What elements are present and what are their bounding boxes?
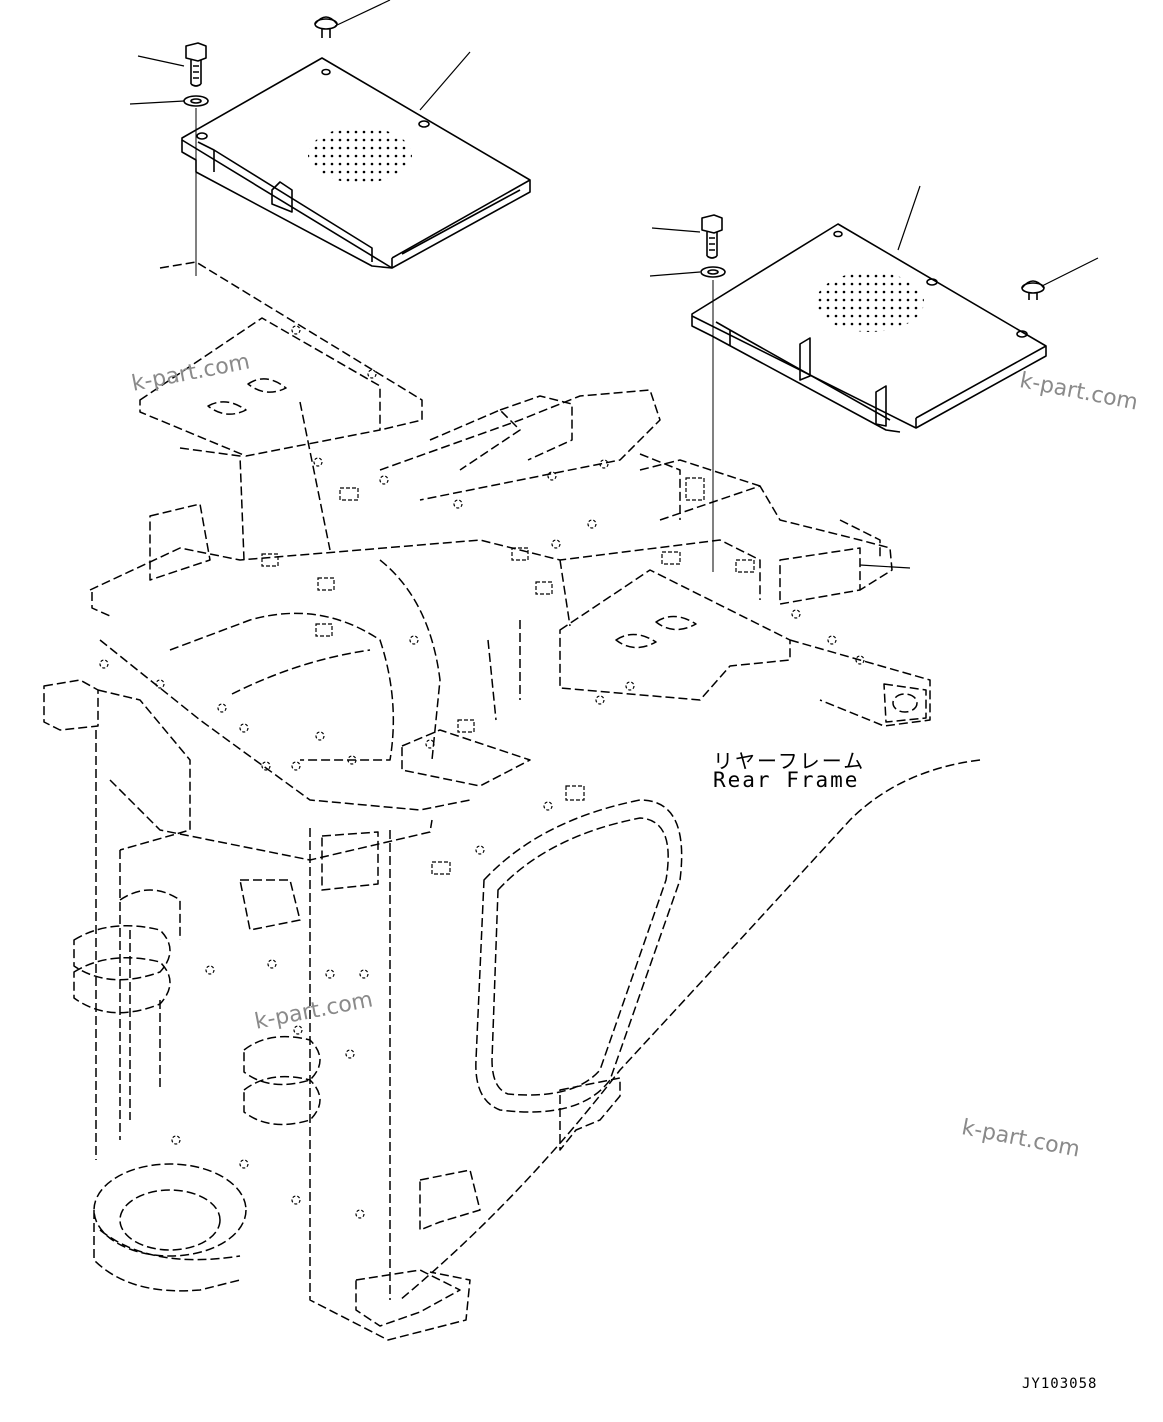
frame-fasteners — [99, 325, 865, 1219]
right-perforated-vent — [816, 272, 924, 332]
left-cover-washer — [183, 95, 209, 107]
right-cover-plate — [691, 223, 1047, 433]
left-cover-bolt — [185, 42, 207, 87]
right-cover-knob — [1021, 280, 1045, 300]
right-leader-lines — [649, 185, 1099, 569]
left-cover-plate — [181, 57, 531, 269]
part-name-english: Rear Frame — [713, 768, 860, 792]
left-perforated-vent — [308, 127, 412, 183]
left-leader-lines — [129, 0, 471, 111]
part-name-japanese: リヤーフレーム — [713, 749, 866, 773]
frame-blocks — [261, 477, 755, 875]
right-cover-washer — [700, 266, 726, 278]
left-cover-knob — [314, 16, 338, 38]
rear-frame — [43, 261, 981, 1341]
right-cover-bolt — [701, 214, 723, 259]
drawing-code: JY103058 — [1022, 1376, 1098, 1392]
